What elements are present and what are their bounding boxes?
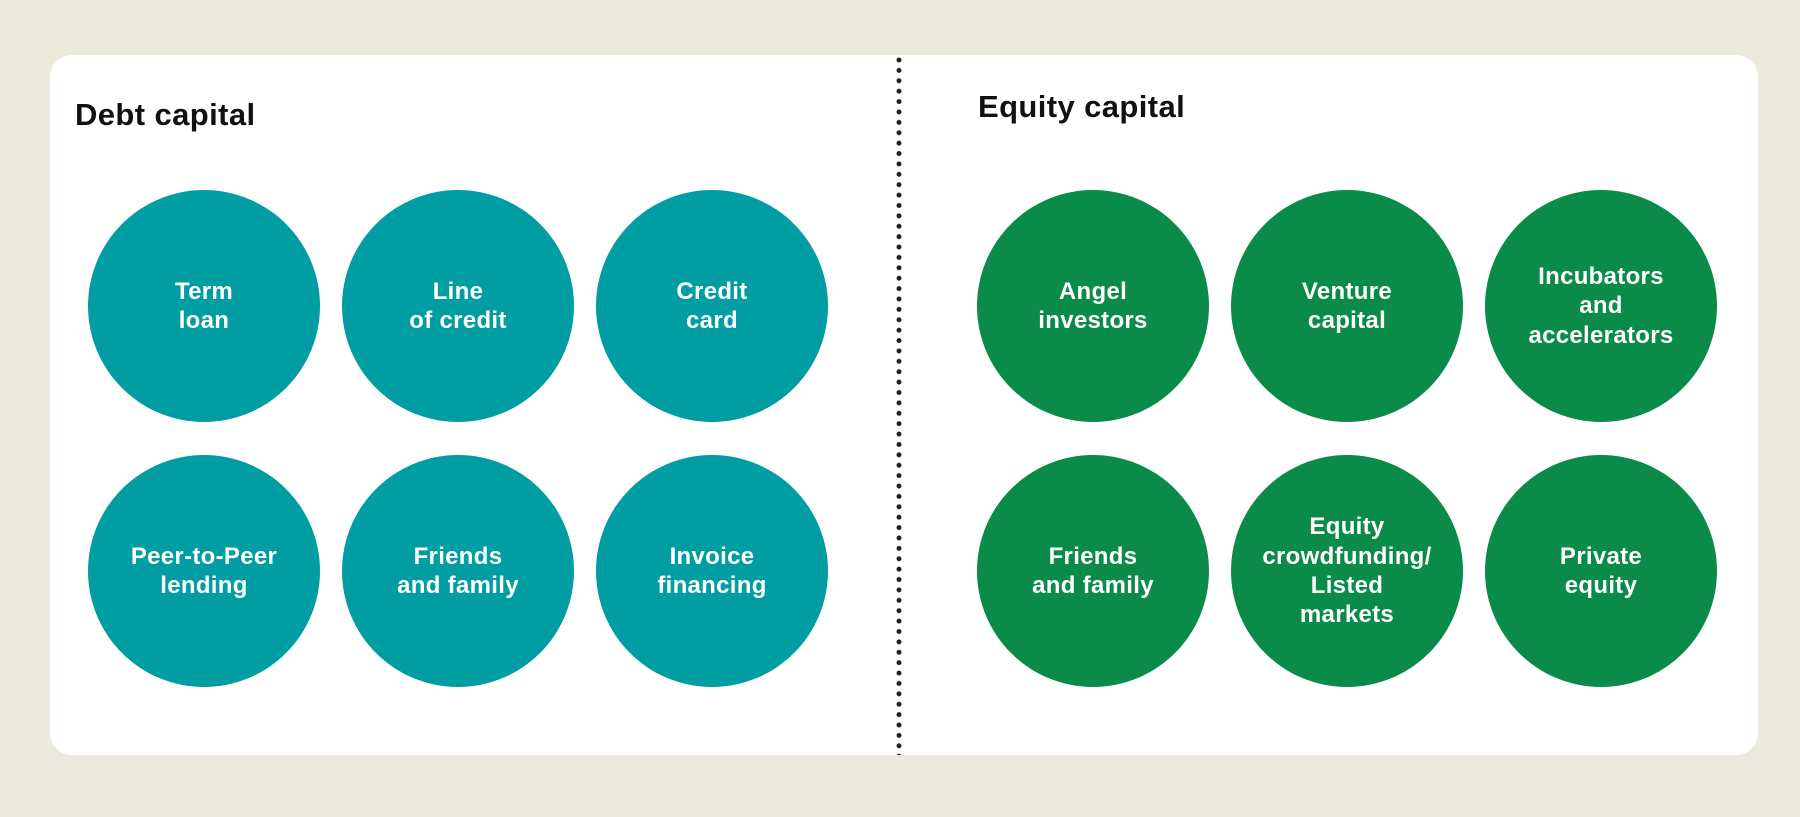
circle-label: Term loan — [174, 277, 234, 334]
debt-circles-grid: Term loan Line of credit Credit card Pee… — [88, 190, 828, 687]
circle-label: Peer-to-Peer lending — [130, 542, 278, 599]
circle-peer-to-peer-lending: Peer-to-Peer lending — [88, 455, 320, 687]
circle-incubators-and-accelerators: Incubators and accelerators — [1485, 190, 1717, 422]
circle-label: Angel investors — [1038, 277, 1148, 334]
circle-invoice-financing: Invoice financing — [596, 455, 828, 687]
equity-capital-title: Equity capital — [978, 89, 1186, 124]
circle-term-loan: Term loan — [88, 190, 320, 422]
debt-capital-title: Debt capital — [75, 97, 256, 132]
circle-label: Venture capital — [1301, 277, 1393, 334]
circle-label: Private equity — [1559, 542, 1643, 599]
circle-label: Invoice financing — [657, 542, 767, 599]
circle-label: Incubators and accelerators — [1528, 263, 1674, 349]
circle-friends-and-family-equity: Friends and family — [977, 455, 1209, 687]
debt-capital-section: Debt capital Term loan Line of credit Cr… — [50, 55, 896, 755]
circle-line-of-credit: Line of credit — [342, 190, 574, 422]
circle-friends-and-family-debt: Friends and family — [342, 455, 574, 687]
dotted-divider — [896, 55, 902, 755]
circle-credit-card: Credit card — [596, 190, 828, 422]
circle-angel-investors: Angel investors — [977, 190, 1209, 422]
circle-label: Equity crowdfunding/ Listed markets — [1262, 513, 1432, 629]
circle-private-equity: Private equity — [1485, 455, 1717, 687]
capital-sources-card: Debt capital Term loan Line of credit Cr… — [50, 55, 1758, 755]
equity-capital-section: Equity capital Angel investors Venture c… — [902, 55, 1758, 755]
circle-equity-crowdfunding-listed-markets: Equity crowdfunding/ Listed markets — [1231, 455, 1463, 687]
circle-label: Line of credit — [409, 277, 507, 334]
equity-circles-grid: Angel investors Venture capital Incubato… — [977, 190, 1717, 687]
circle-label: Friends and family — [397, 542, 519, 599]
circle-venture-capital: Venture capital — [1231, 190, 1463, 422]
circle-label: Credit card — [676, 277, 748, 334]
circle-label: Friends and family — [1032, 542, 1154, 599]
